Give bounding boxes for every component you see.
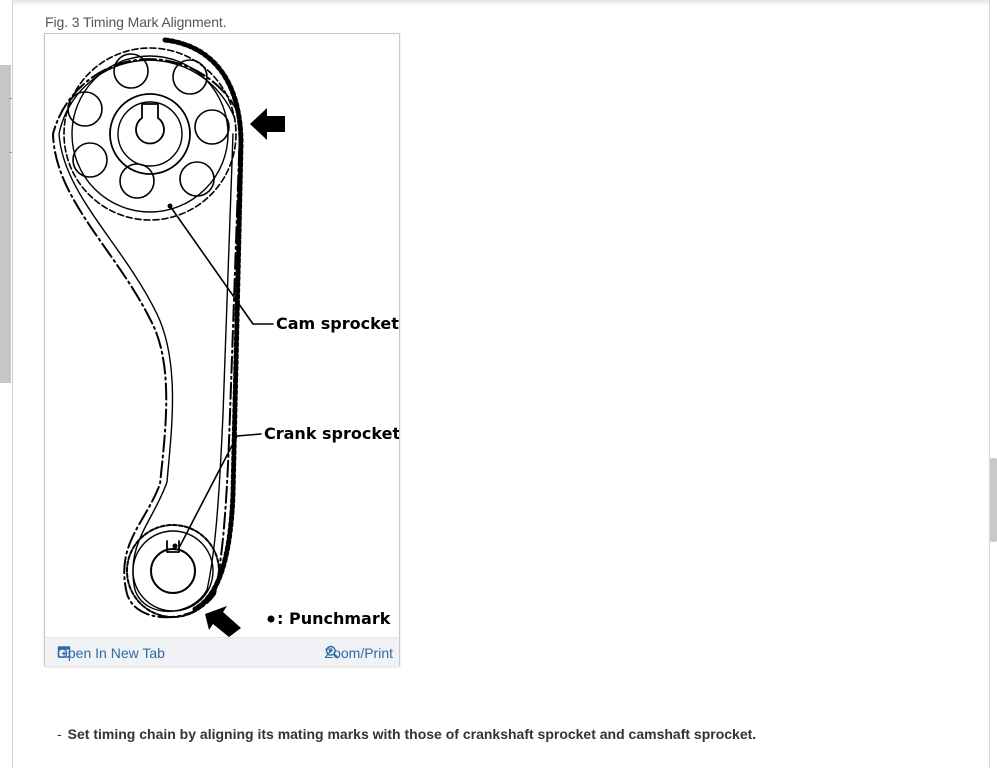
top-shadow [12,0,989,6]
open-in-new-tab-button[interactable]: Open In New Tab [57,645,165,661]
crank-arrow-icon [205,606,241,637]
cam-leader [169,205,274,325]
magnifier-icon [325,645,339,659]
cam-arrow-icon [250,108,285,140]
figure-toolbar: Open In New Tab Zoom/Print [45,637,399,666]
chain-outline-inner [58,59,236,612]
zoom-print-label: Zoom/Print [324,645,393,661]
instruction-text: Set timing chain by aligning its mating … [67,726,757,742]
open-new-tab-icon [57,646,71,658]
zoom-print-button[interactable]: Zoom/Print [325,645,393,661]
open-in-new-tab-label: Open In New Tab [57,645,165,661]
figure-caption: Fig. 3 Timing Mark Alignment. [45,14,227,30]
crank-sprocket-label: Crank sprocket [264,424,399,443]
figure-frame: Cam sprocket Crank sprocket : Punchmark … [44,33,400,666]
timing-diagram: Cam sprocket Crank sprocket : Punchmark [52,37,399,637]
instruction-item: -Set timing chain by aligning its mating… [57,726,756,742]
rail-tick [9,98,12,99]
bullet-marker: - [57,726,62,742]
punchmark-label: : Punchmark [277,609,391,628]
punchmark-legend-dot [267,615,275,623]
left-scroll-thumb[interactable] [0,65,11,383]
chain-outline-outer [52,58,241,619]
cam-sprocket [63,47,237,221]
page-scrollbar-thumb[interactable] [990,458,997,542]
rail-tick [9,152,12,153]
page-scrollbar-track[interactable] [989,0,997,768]
cam-sprocket-label: Cam sprocket [276,314,399,333]
crank-leader [179,433,262,547]
crank-sprocket [126,524,220,618]
